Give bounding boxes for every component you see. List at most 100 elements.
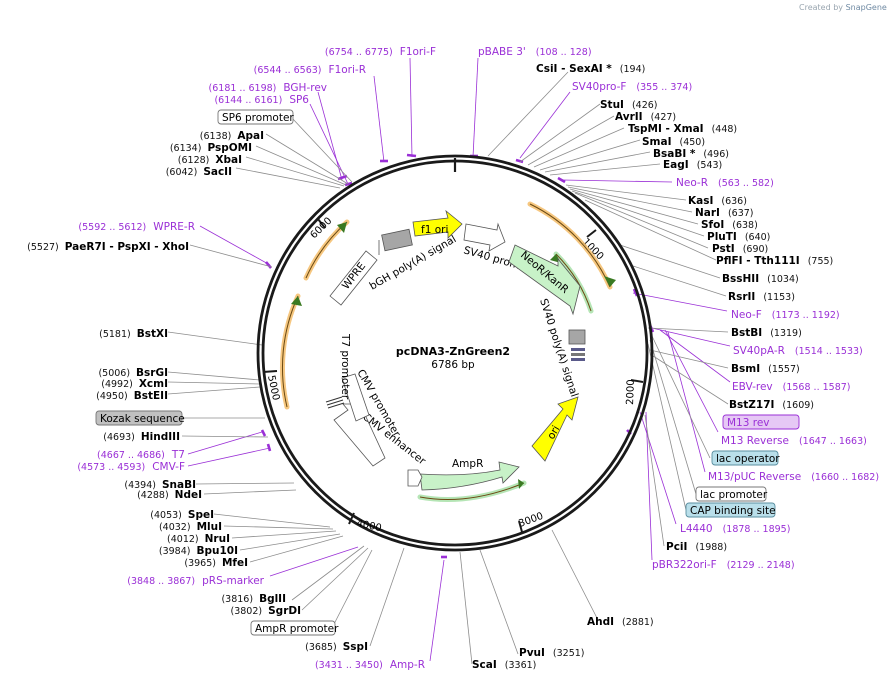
enzyme-pos-paer7i: (5527) [27, 242, 59, 253]
enzyme-site-sspi[interactable]: SspI(3685) [305, 641, 368, 653]
primer-m13_rev[interactable]: M13 rev [722, 414, 800, 430]
primer-name-sv40pa_r: SV40pA-R [733, 345, 785, 357]
enzyme-site-nrui[interactable]: NruI(4012) [167, 533, 230, 545]
enzyme-site-pcii[interactable]: PciI(1988) [666, 541, 727, 553]
primer-sv40pa_r[interactable]: SV40pA-R(1514 .. 1533) [733, 345, 863, 357]
enzyme-name-sspi: SspI [343, 641, 368, 653]
primer-f1ori_r[interactable]: F1ori-R(6544 .. 6563) [254, 64, 366, 76]
enzyme-name-mlui: MluI [197, 521, 222, 533]
enzyme-site-mfei[interactable]: MfeI(3965) [184, 557, 248, 569]
primer-sp6[interactable]: SP6(6144 .. 6161) [214, 94, 309, 106]
enzyme-site-eagi[interactable]: EagI(543) [663, 159, 722, 171]
enzyme-site-tspmi[interactable]: TspMI - XmaI(448) [628, 123, 737, 135]
enzyme-site-ndei[interactable]: NdeI(4288) [137, 489, 202, 501]
enzyme-site-plutii[interactable]: PluTI(640) [707, 231, 770, 243]
primer-pbr322[interactable]: pBR322ori-F(2129 .. 2148) [652, 559, 795, 571]
feature-sv40-polya[interactable]: SV40 poly(A) signal [537, 297, 586, 398]
feature-box-kozak[interactable]: Kozak sequence [95, 410, 185, 426]
feature-box-sp6_promoter[interactable]: SP6 promoter [217, 109, 294, 125]
feature-box-ampr_promoter[interactable]: AmpR promoter [250, 620, 339, 636]
enzyme-site-hindiii[interactable]: HindIII(4693) [103, 431, 180, 443]
enzyme-site-psti[interactable]: PstI(690) [712, 243, 768, 255]
primer-t7[interactable]: T7(4667 .. 4686) [97, 449, 185, 461]
enzyme-site-rsrii[interactable]: RsrII (1153) [728, 291, 795, 303]
feature-bgh-polya[interactable]: bGH poly(A) signal [368, 228, 459, 293]
enzyme-pos-nari: (637) [728, 208, 754, 219]
enzyme-site-ahdi[interactable]: AhdI(2881) [587, 616, 654, 628]
primer-sv40pro_f[interactable]: SV40pro-F(355 .. 374) [572, 81, 692, 93]
leader-nrui [231, 530, 337, 539]
primer-neo_r[interactable]: Neo-R(563 .. 582) [676, 177, 774, 189]
primer-wpre_r[interactable]: WPRE-R(5592 .. 5612) [78, 221, 195, 233]
enzyme-site-bsmi[interactable]: BsmI(1557) [731, 363, 800, 375]
feature-box-lac_operator[interactable]: lac operator [711, 450, 780, 466]
enzyme-site-snabi[interactable]: SnaBI(4394) [124, 479, 196, 491]
enzyme-site-sfoi[interactable]: SfoI(638) [701, 219, 758, 231]
enzyme-site-stui[interactable]: StuI(426) [600, 99, 658, 111]
enzyme-site-apai[interactable]: ApaI(6138) [200, 130, 264, 142]
enzyme-name-apai: ApaI [237, 130, 264, 142]
t7-promoter-mark-2 [326, 399, 344, 406]
primer-pbabe3[interactable]: pBABE 3'(108 .. 128) [478, 46, 592, 58]
feature-ampr[interactable]: AmpR [407, 458, 520, 491]
primer-m13_reverse[interactable]: M13 Reverse(1647 .. 1663) [721, 435, 867, 447]
feature-f1ori[interactable]: f1 ori [412, 209, 463, 239]
primer-bgh_rev[interactable]: BGH-rev(6181 .. 6198) [209, 82, 327, 94]
feature-ori[interactable]: ori [531, 396, 579, 462]
primer-f1ori_f[interactable]: F1ori-F(6754 .. 6775) [325, 46, 436, 58]
feature-wpre[interactable]: WPRE [329, 250, 378, 306]
primer-range-neo_r: (563 .. 582) [718, 178, 774, 189]
enzyme-site-smai[interactable]: SmaI(450) [642, 136, 705, 148]
kozak-label: Kozak sequence [100, 413, 185, 425]
primer-l4440[interactable]: L4440(1878 .. 1895) [680, 523, 790, 535]
enzyme-site-bglii[interactable]: BglII(3816) [221, 593, 286, 605]
primer-range-prs_marker: (3848 .. 3867) [127, 576, 195, 587]
primer-m13puc[interactable]: M13/pUC Reverse(1660 .. 1682) [708, 471, 879, 483]
primer-name-amp_r: Amp-R [390, 659, 425, 671]
enzyme-site-bsrgi[interactable]: BsrGI(5006) [98, 367, 168, 379]
leader-bstxi [167, 331, 263, 346]
enzyme-site-bsteii[interactable]: BstEII(4950) [96, 390, 168, 402]
primer-range-neo_f: (1173 .. 1192) [772, 310, 840, 321]
primer-name-prs_marker: pRS-marker [202, 575, 265, 587]
feature-t7-promoter[interactable]: T7 promoter [325, 333, 351, 409]
enzyme-site-mlui[interactable]: MluI(4032) [159, 521, 222, 533]
enzyme-site-csii[interactable]: CsiI - SexAI *(194) [536, 63, 645, 75]
enzyme-site-paer7i[interactable]: PaeR7I - PspXI - XhoI(5527) [27, 241, 189, 253]
enzyme-site-kasi[interactable]: KasI(636) [688, 195, 747, 207]
enzyme-site-avrii[interactable]: AvrII(427) [615, 111, 676, 123]
enzyme-site-nari[interactable]: NarI(637) [695, 207, 754, 219]
leader-tspmi [533, 127, 625, 168]
enzyme-pos-rsrii: (1153) [763, 292, 795, 303]
leader-bglii [291, 545, 365, 601]
enzyme-site-sgrdi[interactable]: SgrDI(3802) [231, 605, 301, 617]
enzyme-pos-nrui: (4012) [167, 534, 199, 545]
enzyme-site-spei[interactable]: SpeI(4053) [150, 509, 214, 521]
enzyme-site-xbai[interactable]: XbaI(6128) [178, 154, 242, 166]
enzyme-site-bstz17i[interactable]: BstZ17I(1609) [729, 399, 814, 411]
leader-amp-r [429, 559, 445, 662]
enzyme-site-bpu10i[interactable]: Bpu10I(3984) [159, 545, 238, 557]
enzyme-site-pvui[interactable]: PvuI(3251) [519, 647, 585, 659]
feature-box-cap_site[interactable]: CAP binding site [685, 502, 776, 518]
primer-name-l4440: L4440 [680, 523, 713, 535]
enzyme-site-pflfi[interactable]: PflFI - Tth111I(755) [716, 255, 833, 267]
feature-box-lac_promoter[interactable]: lac promoter [695, 486, 768, 502]
enzyme-name-rsrii: RsrII [728, 291, 755, 303]
enzyme-site-saci[interactable]: SacII(6042) [166, 166, 232, 178]
lac_operator-label: lac operator [716, 453, 780, 465]
ampr-label: AmpR [452, 458, 483, 470]
enzyme-site-xcmi[interactable]: XcmI(4992) [101, 378, 168, 390]
enzyme-site-bsshii[interactable]: BssHII(1034) [722, 273, 799, 285]
enzyme-site-bstxi[interactable]: BstXI(5181) [99, 328, 168, 340]
leader-saci [235, 167, 341, 189]
primer-prs_marker[interactable]: pRS-marker (3848 .. 3867) [127, 575, 264, 587]
primer-amp_r[interactable]: Amp-R(3431 .. 3450) [315, 659, 425, 671]
primer-ebv_rev[interactable]: EBV-rev(1568 .. 1587) [732, 381, 851, 393]
primer-neo_f[interactable]: Neo-F(1173 .. 1192) [731, 309, 840, 321]
enzyme-site-bsabi[interactable]: BsaBI *(496) [653, 148, 729, 160]
primer-cmv_f[interactable]: CMV-F(4573 .. 4593) [77, 461, 185, 473]
enzyme-site-pspomi[interactable]: PspOMI(6134) [170, 142, 252, 154]
enzyme-site-bstbi[interactable]: BstBI(1319) [731, 327, 802, 339]
enzyme-site-scai[interactable]: ScaI(3361) [472, 659, 536, 671]
